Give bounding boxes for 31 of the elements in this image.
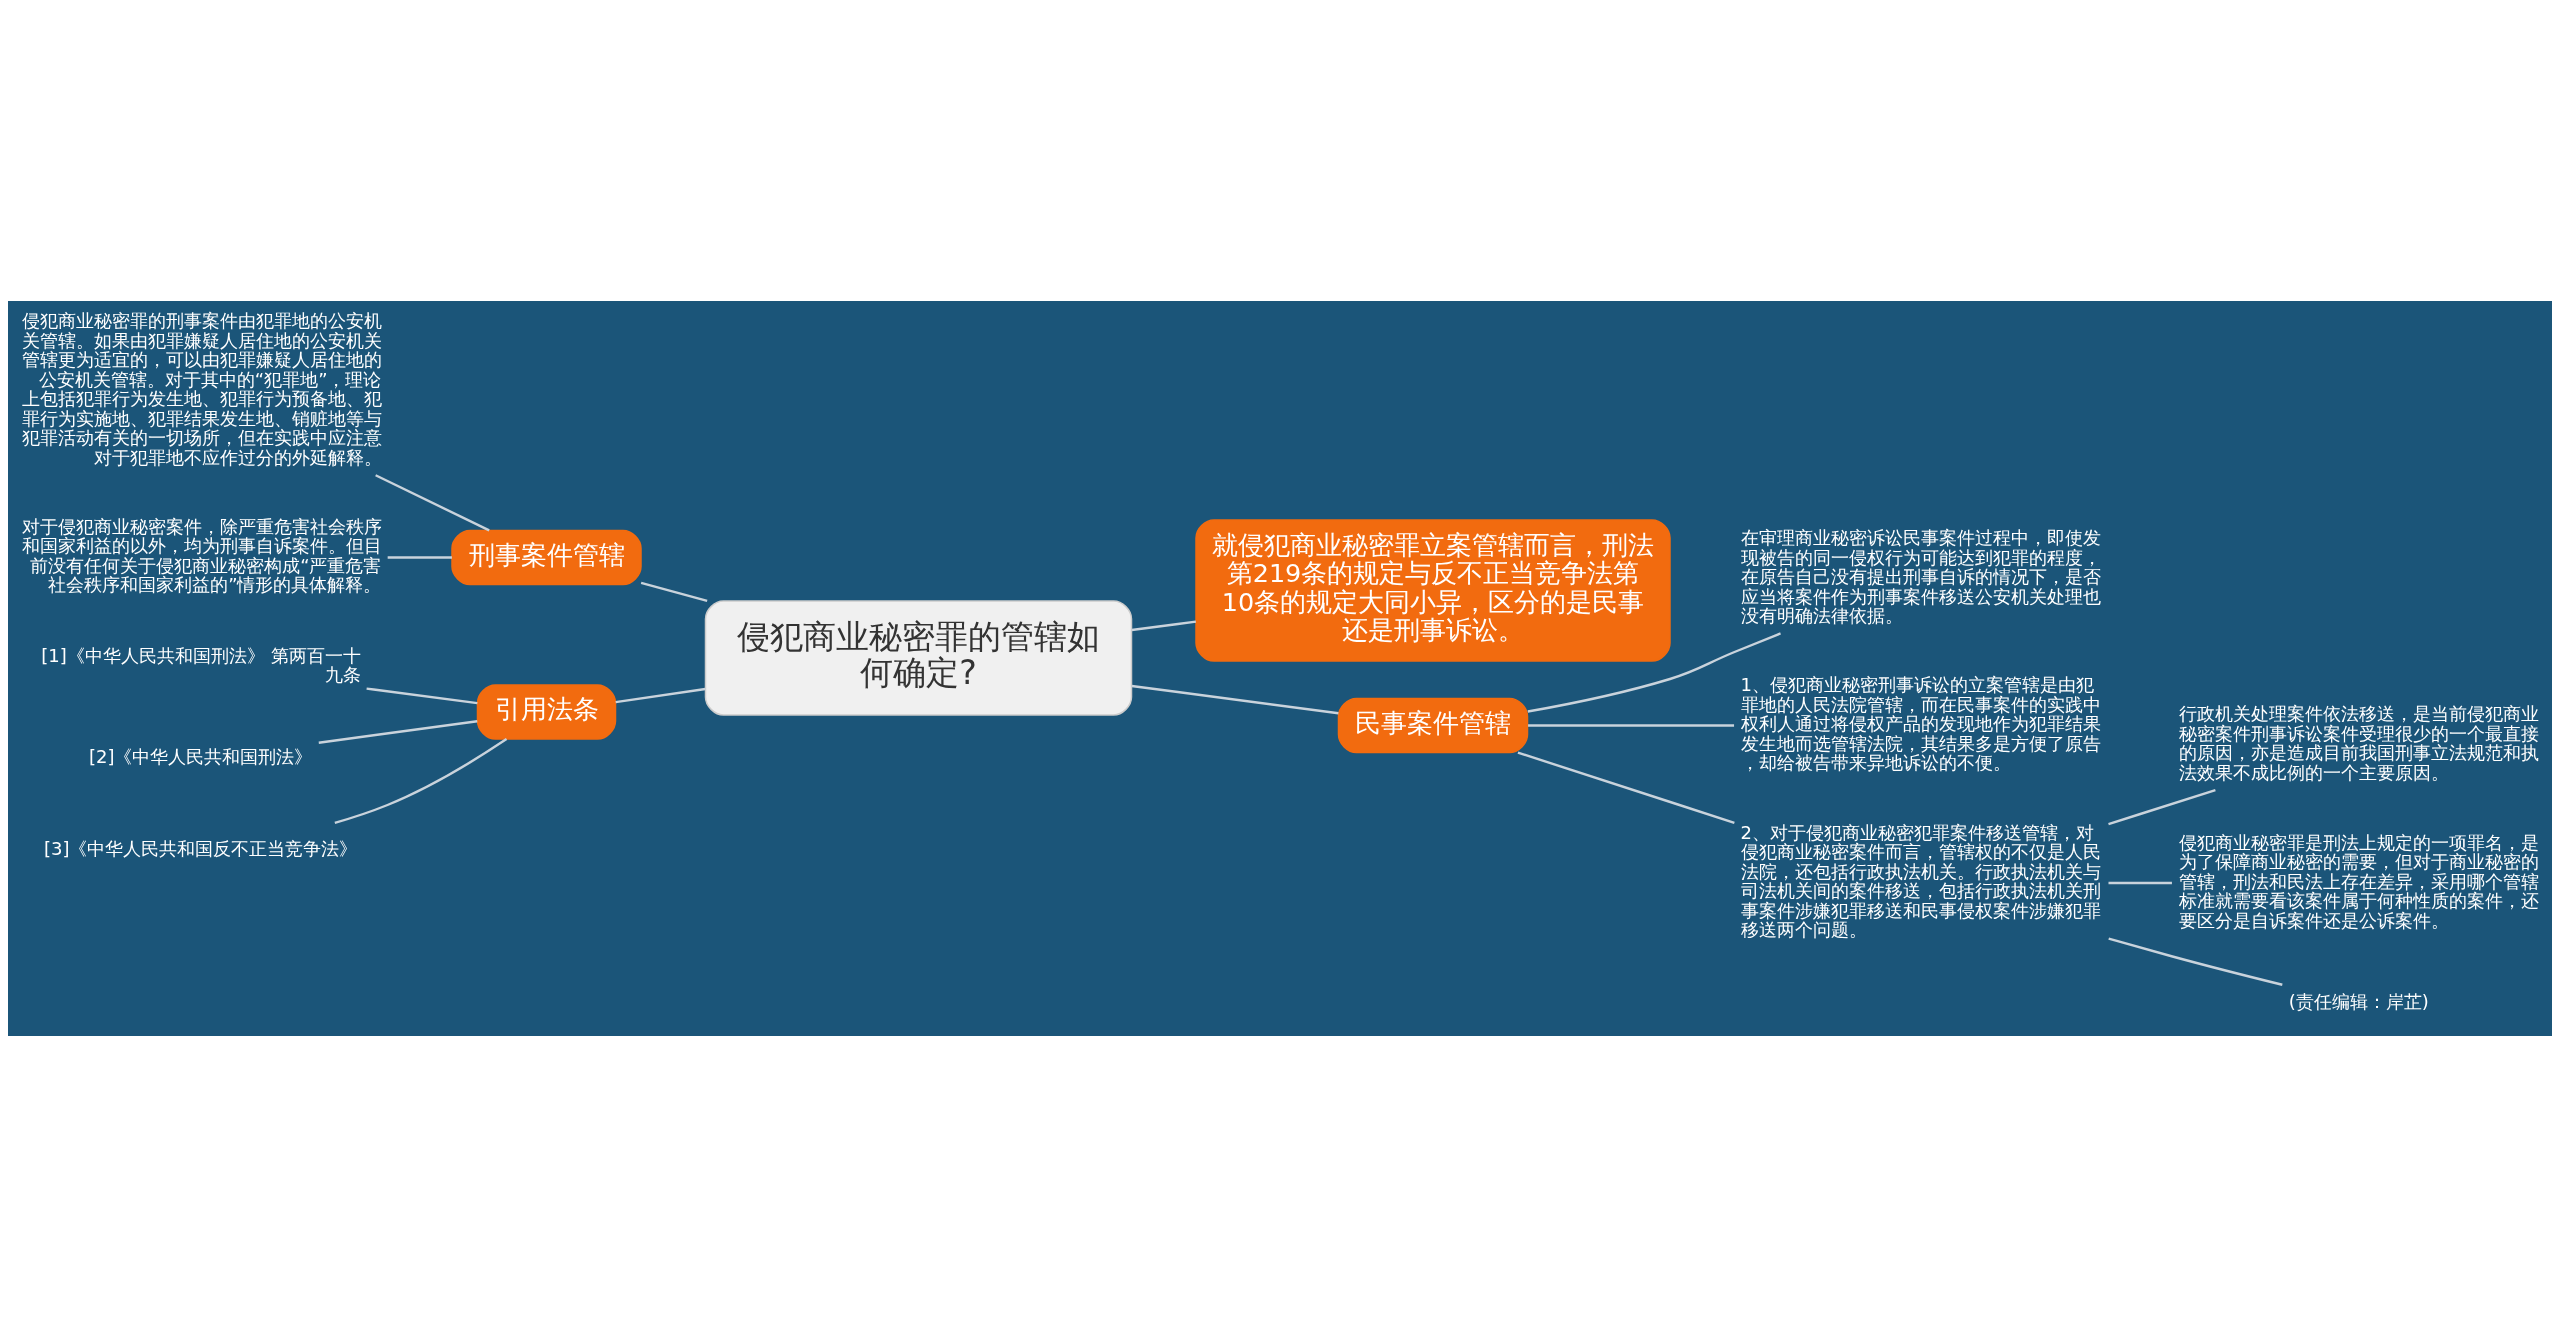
node-text: (责任编辑：岸芷) <box>2288 990 2429 1012</box>
node-text: 1、侵犯商业秘密刑事诉讼的立案管辖是由犯罪地的人民法院管辖，而在民事案件的实践中权利人通过将侵权产品的发现地作为犯罪结果发生地而选管辖法院，其结果多是方便了原告，却给被告带来异地诉讼的不便。 <box>1740 674 2101 774</box>
connector <box>334 738 508 825</box>
node-box: 就侵犯商业秘密罪立案管辖而言，刑法第219条的规定与反不正当竞争法第10条的规定大同小异，区分的是民事还是刑事诉讼。 <box>1195 519 1671 662</box>
connector <box>387 556 452 559</box>
node-text: 2、对于侵犯商业秘密犯罪案件移送管辖，对侵犯商业秘密案件而言，管辖权的不仅是人民法院，还包括行政执法机关。行政执法机关与司法机关间的案件移送，包括行政执法机关刑事案件涉嫌犯罪移送和民事侵权案件涉嫌犯罪移送两个问题。 <box>1740 821 2101 941</box>
connector <box>1527 632 1781 713</box>
node-text: [1]《中华人民共和国刑法》 第两百一十九条 <box>41 644 361 686</box>
connector <box>366 687 478 705</box>
node-box: 引用法条 <box>476 684 617 740</box>
connector <box>2108 881 2172 885</box>
connector <box>1131 684 1339 715</box>
node-text: 侵犯商业秘密罪的刑事案件由犯罪地的公安机关管辖。如果由犯罪嫌疑人居住地的公安机关管辖更为适宜的，可以由犯罪嫌疑人居住地的公安机关管辖。对于其中的“犯罪地”，理论上包括犯罪行为发生地、犯罪行为预备地、犯罪行为实施地、犯罪结果发生地、销赃地等与犯罪活动有关的一切场所，但在实践中应注意对于犯罪地不应作过分的外延解释。 <box>21 310 382 468</box>
node-text: 对于侵犯商业秘密案件，除严重危害社会秩序和国家利益的以外，均为刑事自诉案件。但目前没有任何关于侵犯商业秘密构成“严重危害社会秩序和国家利益的”情形的具体解释。 <box>21 515 382 596</box>
connector <box>615 687 706 704</box>
connector <box>1517 751 1735 824</box>
node-text: 行政机关处理案件依法移送，是当前侵犯商业秘密案件刑事诉讼案件受理很少的一个最直接的原因，亦是造成目前我国刑事立法规范和执法效果不成比例的一个主要原因。 <box>2178 703 2539 783</box>
connector <box>1528 724 1735 727</box>
connector <box>1131 620 1197 632</box>
node-box: 民事案件管辖 <box>1337 697 1529 754</box>
connector <box>2108 789 2216 826</box>
connector <box>2108 937 2283 986</box>
connector <box>318 720 478 744</box>
node-text: 在审理商业秘密诉讼民事案件过程中，即使发现被告的同一侵权行为可能达到犯罪的程度，在原告自己没有提出刑事自诉的情况下，是否应当将案件作为刑事案件移送公安机关处理也没有明确法律依据。 <box>1740 527 2101 627</box>
node-text: [2]《中华人民共和国刑法》 <box>89 746 313 768</box>
node-text: 侵犯商业秘密罪是刑法上规定的一项罪名，是为了保障商业秘密的需要，但对于商业秘密的管辖，刑法和民法上存在差异，采用哪个管辖标准就需要看该案件属于何种性质的案件，还要区分是自诉案件还是公诉案件。 <box>2178 831 2539 931</box>
connector <box>375 474 490 532</box>
node-box: 刑事案件管辖 <box>451 529 642 586</box>
connector <box>640 581 708 602</box>
node-text: [3]《中华人民共和国反不正当竞争法》 <box>44 837 358 859</box>
node-box: 侵犯商业秘密罪的管辖如何确定? <box>704 600 1133 716</box>
